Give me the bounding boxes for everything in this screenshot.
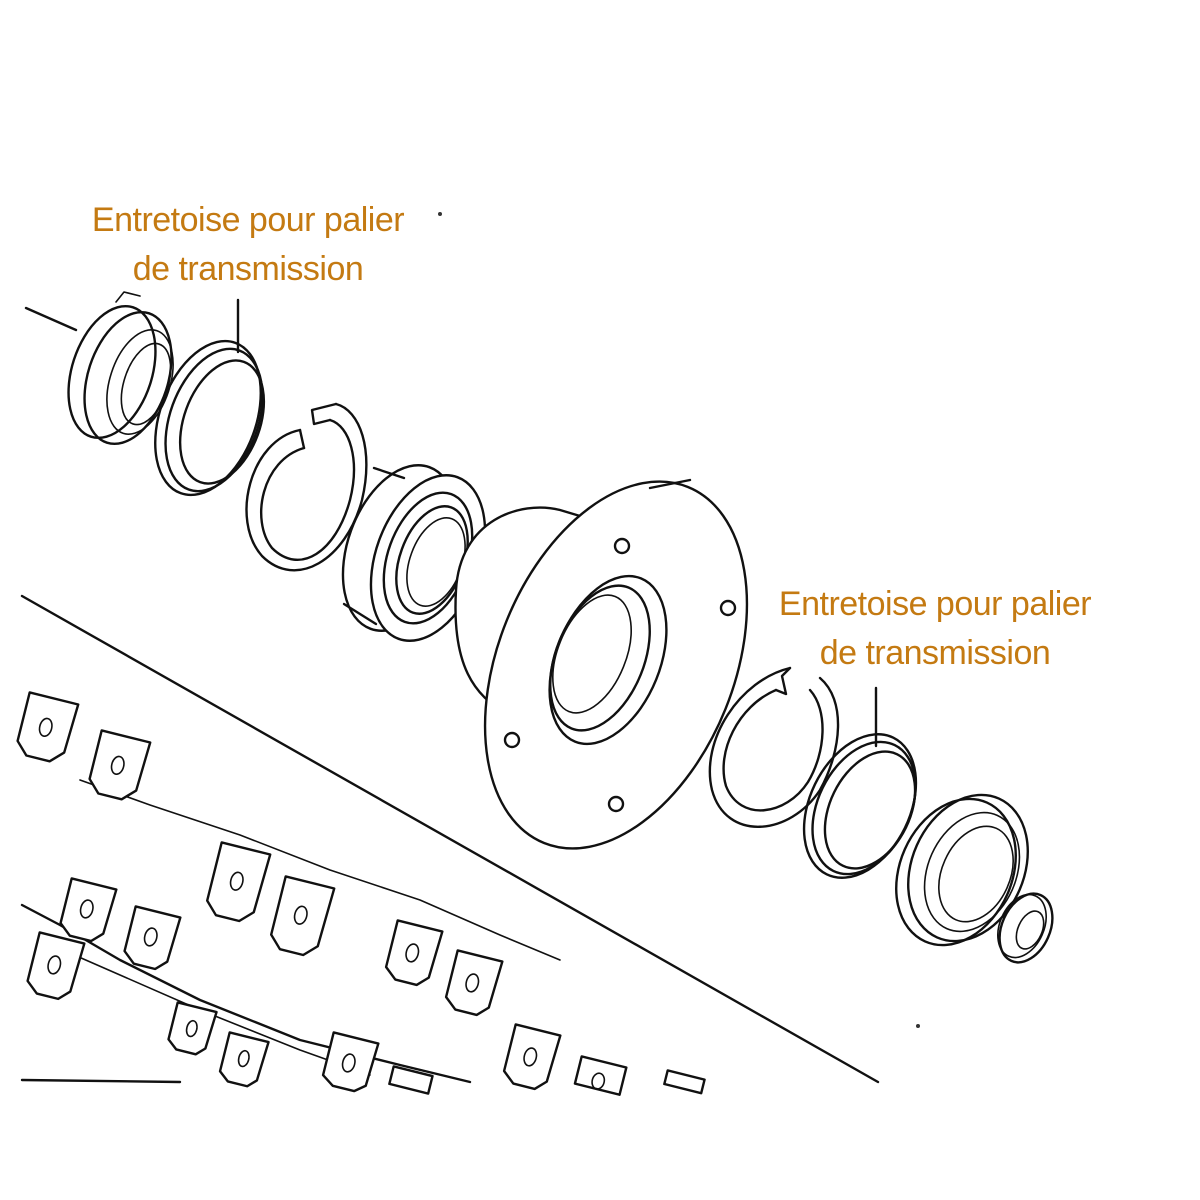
flail-bracket	[663, 1069, 706, 1095]
spacer-ring-left	[154, 339, 266, 497]
callout-leaders	[236, 298, 878, 748]
flail-bracket	[218, 1031, 270, 1088]
scan-specks	[438, 212, 920, 1028]
flail-brackets	[16, 691, 706, 1096]
flail-bracket	[123, 905, 182, 971]
washer	[997, 892, 1054, 964]
flail-bracket	[444, 949, 504, 1017]
flail-bracket	[384, 919, 444, 987]
flail-bracket	[205, 841, 272, 923]
callout-label-left-line1: Entretoise pour palier	[91, 201, 405, 239]
flail-bracket	[59, 877, 118, 943]
flail-bracket	[321, 1031, 380, 1093]
bearing-seal-right	[895, 793, 1029, 947]
rotor-shaft	[20, 594, 880, 1084]
bearing-seal-left	[67, 291, 174, 446]
flail-bracket	[388, 1065, 434, 1095]
circlip-left	[245, 402, 368, 572]
flail-bracket	[16, 691, 80, 763]
callout-label-left: Entretoise pour palier de transmission	[88, 196, 408, 295]
flail-bracket	[502, 1023, 562, 1091]
flail-bracket	[269, 875, 336, 957]
callout-label-right-line1: Entretoise pour palier	[778, 585, 1092, 623]
callout-label-right: Entretoise pour palier de transmission	[770, 580, 1100, 679]
flail-bracket	[167, 1001, 218, 1056]
callout-label-right-line2: de transmission	[819, 634, 1051, 673]
shaft-stub	[24, 306, 78, 332]
callout-label-left-line2: de transmission	[132, 250, 364, 289]
spacer-ring-right	[802, 733, 918, 879]
bearing-housing-flange	[454, 478, 749, 850]
circlip-right	[708, 666, 840, 828]
flail-bracket	[573, 1055, 628, 1096]
flail-bracket	[88, 729, 152, 801]
flail-bracket	[26, 931, 86, 1001]
